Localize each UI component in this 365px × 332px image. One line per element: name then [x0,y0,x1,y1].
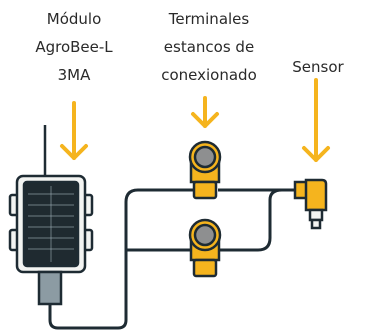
module-down-arrow-icon [60,101,88,160]
terminals-label-line-2: estancos de [164,38,254,56]
module-label: Módulo AgroBee-L 3MA [35,10,113,84]
sensor-down-arrow-icon [302,78,330,162]
waterproof-terminal-top-icon [188,140,222,200]
terminals-down-arrow-icon [191,96,219,128]
waterproof-terminal-bottom-icon [188,218,222,278]
module-label-line-3: 3MA [58,66,91,84]
terminals-label-line-1: Terminales [168,10,250,28]
cabling [48,188,295,330]
terminals-label: Terminales estancos de conexionado [161,10,257,84]
cable-to-terminal-top [124,188,196,250]
solar-module-icon [8,174,94,306]
sensor-label: Sensor [292,58,344,76]
cable-terminal-bottom-to-sensor [218,188,295,252]
module-label-line-1: Módulo [47,10,102,28]
terminals-label-line-3: conexionado [161,66,257,84]
cable-module-loop [48,250,128,330]
module-label-line-2: AgroBee-L [35,38,113,56]
sensor-probe-icon [293,178,328,230]
